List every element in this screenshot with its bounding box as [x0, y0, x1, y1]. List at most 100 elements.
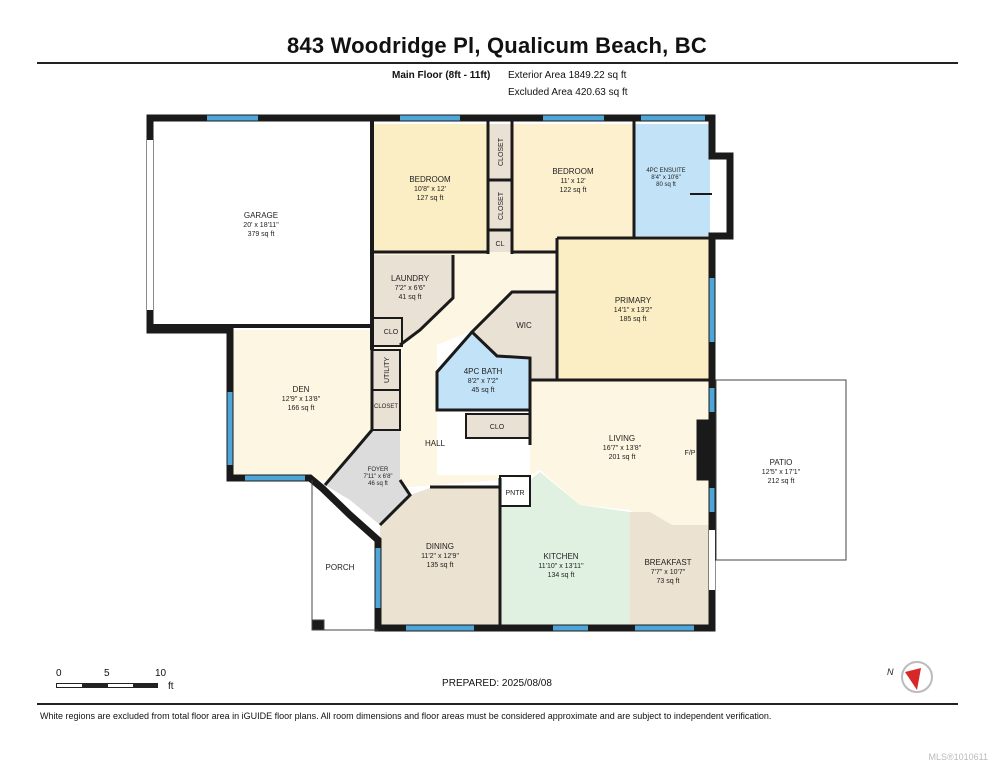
- compass-icon: N: [887, 661, 933, 693]
- primary-name: PRIMARY: [615, 296, 652, 305]
- living-dims: 16'7" x 13'8": [603, 445, 642, 452]
- scale-tick-0: 0: [56, 668, 62, 679]
- laundry-fill: [372, 255, 453, 345]
- laundry-area: 41 sq ft: [399, 294, 422, 301]
- primary-dims: 14'1" x 13'2": [614, 307, 653, 314]
- patio-area: 212 sq ft: [768, 478, 795, 485]
- fireplace-label: F/P: [685, 450, 696, 457]
- porch-label: PORCH: [326, 563, 355, 572]
- page-title: 843 Woodridge Pl, Qualicum Beach, BC: [286, 33, 707, 58]
- kitchen-dims: 11'10" x 13'11": [538, 563, 584, 570]
- room-labels: GARAGE 20' x 18'11" 379 sq ft BEDROOM 10…: [243, 167, 800, 585]
- small-labels: CLOSET CLOSET CL CLO WIC CLO UTILITY CLO…: [326, 137, 696, 572]
- primary-area: 185 sq ft: [620, 316, 647, 323]
- bedroom2-fill: [512, 124, 634, 252]
- disclaimer: White regions are excluded from total fl…: [40, 711, 772, 721]
- porch-post: [311, 619, 325, 631]
- hall-label: HALL: [425, 439, 446, 448]
- exterior-area: Exterior Area 1849.22 sq ft: [508, 70, 627, 81]
- clo-bath-label: CLO: [490, 424, 505, 431]
- laundry-dims: 7'2" x 6'6": [395, 285, 426, 292]
- bath-dims: 8'2" x 7'2": [468, 378, 499, 385]
- clo-bath-fill: [466, 414, 530, 438]
- mls-number: MLS®1010611: [928, 752, 988, 762]
- excluded-outlines: [311, 379, 847, 631]
- bath-area: 45 sq ft: [472, 387, 495, 394]
- bath-name: 4PC BATH: [464, 367, 503, 376]
- windows: [207, 115, 715, 631]
- kitchen-name: KITCHEN: [543, 552, 578, 561]
- foyer-wall: [323, 429, 374, 486]
- foyer-fill: [325, 430, 410, 525]
- foyer-area: 46 sq ft: [368, 481, 388, 487]
- scale-tick-10: 10: [155, 668, 167, 679]
- den-area: 166 sq ft: [288, 405, 315, 412]
- kitchen-area: 134 sq ft: [548, 572, 575, 579]
- closet-b-label: CLOSET: [498, 191, 505, 220]
- foyer-dims: 7'11" x 6'8": [363, 474, 392, 480]
- room-fills: [150, 120, 712, 625]
- wic-label: WIC: [516, 321, 532, 330]
- pntr-wall: [499, 475, 531, 507]
- title-rule: [37, 62, 958, 64]
- garage-name: GARAGE: [244, 211, 278, 220]
- den-dims: 12'9" x 13'8": [282, 396, 321, 403]
- scale-unit: ft: [168, 681, 174, 692]
- breakfast-name: BREAKFAST: [644, 558, 691, 567]
- kitchen-fill: [500, 472, 630, 625]
- pntr-label: PNTR: [505, 490, 524, 497]
- laundry-wall: [399, 255, 455, 347]
- cl-label: CL: [496, 241, 505, 248]
- pntr-fill: [502, 478, 530, 506]
- ensuite-area: 80 sq ft: [656, 182, 676, 188]
- bedroom2-area: 122 sq ft: [560, 187, 587, 194]
- den-fill: [232, 330, 372, 480]
- breakfast-fill: [630, 512, 712, 625]
- closet-c-label: CLOSET: [374, 404, 398, 410]
- excluded-area: Excluded Area 420.63 sq ft: [508, 87, 628, 98]
- bath-wall: [435, 331, 530, 412]
- foyer-wall2: [378, 479, 412, 527]
- bedroom2-dims: 11' x 12': [560, 178, 585, 185]
- closets-fill: [488, 124, 512, 254]
- garage-dims: 20' x 18'11": [243, 222, 279, 229]
- prepared-date: PREPARED: 2025/08/08: [442, 678, 552, 689]
- patio-name: PATIO: [770, 458, 793, 467]
- patio-outline: [715, 379, 847, 561]
- closet-a-label: CLOSET: [498, 137, 505, 166]
- laundry-name: LAUNDRY: [391, 274, 430, 283]
- bedroom1-name: BEDROOM: [409, 175, 451, 184]
- patio-dims: 12'5" x 17'1": [762, 469, 801, 476]
- ensuite-dims: 8'4" x 10'6": [651, 175, 681, 181]
- ensuite-fill: [634, 124, 710, 236]
- garage-fill: [150, 120, 372, 330]
- bedroom2-name: BEDROOM: [552, 167, 594, 176]
- floor-label: Main Floor (8ft - 11ft): [392, 70, 491, 81]
- living-fill: [530, 380, 712, 525]
- scale-bar-seg: [133, 684, 158, 687]
- bedroom1-fill: [372, 124, 488, 252]
- scale-bar-outline: [56, 683, 158, 688]
- scale-bar: 0 5 10 ft: [56, 668, 186, 698]
- footer-rule: [37, 703, 958, 705]
- garage-area: 379 sq ft: [248, 231, 275, 238]
- breakfast-area: 73 sq ft: [657, 578, 680, 585]
- dining-fill: [380, 488, 500, 625]
- dining-dims: 11'2" x 12'9": [421, 553, 459, 560]
- living-name: LIVING: [609, 434, 635, 443]
- foyer-name: FOYER: [368, 467, 389, 473]
- living-area: 201 sq ft: [609, 454, 636, 461]
- svg-text:N: N: [887, 667, 894, 677]
- dining-name: DINING: [426, 542, 454, 551]
- den-name: DEN: [293, 385, 310, 394]
- scale-tick-5: 5: [104, 668, 110, 679]
- bedroom1-dims: 10'8" x 12': [414, 186, 446, 193]
- dining-area: 135 sq ft: [427, 562, 454, 569]
- primary-fill: [557, 238, 712, 380]
- wic-wall: [469, 290, 557, 410]
- bedroom1-area: 127 sq ft: [417, 195, 444, 202]
- bath-fill: [437, 334, 530, 410]
- breakfast-dims: 7'7" x 10'7": [651, 569, 686, 576]
- clo-laundry-label: CLO: [384, 329, 399, 336]
